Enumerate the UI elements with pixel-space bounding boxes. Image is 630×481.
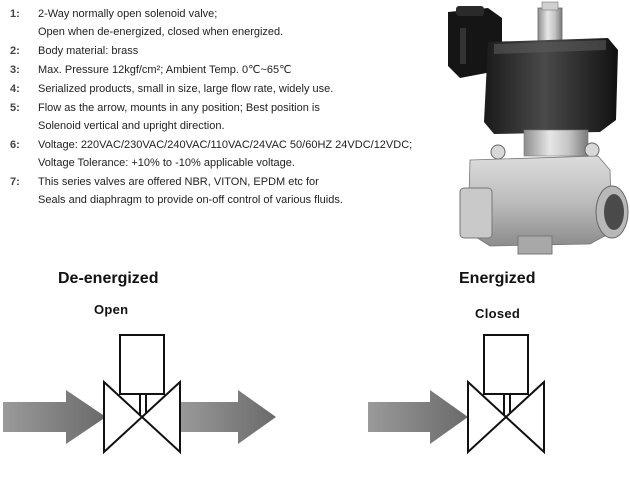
- spec-number: 6:: [10, 139, 20, 151]
- valve-left-triangle: [467, 379, 508, 455]
- open-valve-diagram: [3, 334, 276, 455]
- inflow-arrow: [368, 390, 468, 444]
- solenoid-valve-photo: [448, 1, 629, 255]
- spec-list: 1: 2-Way normally open solenoid valve; O…: [10, 5, 450, 210]
- closed-valve-diagram: [368, 334, 545, 455]
- spec-line: Solenoid vertical and upright direction.: [38, 120, 225, 132]
- spec-number: 5:: [10, 102, 20, 114]
- spec-item: 1: 2-Way normally open solenoid valve; O…: [10, 5, 450, 41]
- spec-number: 3:: [10, 64, 20, 76]
- spec-text: Serialized products, small in size, larg…: [38, 80, 450, 98]
- spec-text: Body material: brass: [38, 42, 450, 60]
- outflow-arrow: [178, 390, 276, 444]
- spec-line: This series valves are offered NBR, VITO…: [38, 176, 319, 188]
- spec-line: Flow as the arrow, mounts in any positio…: [38, 102, 320, 114]
- solenoid-box: [483, 334, 529, 395]
- spec-text: This series valves are offered NBR, VITO…: [38, 173, 450, 209]
- valve-right-triangle: [140, 379, 181, 455]
- spec-line: Body material: brass: [38, 45, 139, 57]
- spec-text: Flow as the arrow, mounts in any positio…: [38, 99, 450, 135]
- spec-text: Max. Pressure 12kgf/cm²; Ambient Temp. 0…: [38, 61, 450, 79]
- spec-number: 2:: [10, 45, 20, 57]
- spec-text: 2-Way normally open solenoid valve; Open…: [38, 5, 450, 41]
- spec-line: Seals and diaphragm to provide on-off co…: [38, 194, 343, 206]
- spec-item: 6: Voltage: 220VAC/230VAC/240VAC/110VAC/…: [10, 136, 450, 172]
- spec-item: 5: Flow as the arrow, mounts in any posi…: [10, 99, 450, 135]
- spec-item: 7: This series valves are offered NBR, V…: [10, 173, 450, 209]
- spec-line: Voltage: 220VAC/230VAC/240VAC/110VAC/24V…: [38, 139, 413, 151]
- spec-text: Voltage: 220VAC/230VAC/240VAC/110VAC/24V…: [38, 136, 450, 172]
- spec-number: 4:: [10, 83, 20, 95]
- valve-right-triangle: [504, 379, 545, 455]
- spec-item: 4: Serialized products, small in size, l…: [10, 80, 450, 98]
- spec-item: 3: Max. Pressure 12kgf/cm²; Ambient Temp…: [10, 61, 450, 79]
- spec-number: 7:: [10, 176, 20, 188]
- spec-line: 2-Way normally open solenoid valve;: [38, 8, 218, 20]
- spec-line: Serialized products, small in size, larg…: [38, 83, 334, 95]
- spec-line: Voltage Tolerance: +10% to -10% applicab…: [38, 157, 295, 169]
- spec-number: 1:: [10, 8, 20, 20]
- closed-status-label: Closed: [475, 306, 521, 321]
- spec-line: Open when de-energized, closed when ener…: [38, 26, 284, 38]
- de-energized-heading: De-energized: [58, 270, 159, 287]
- open-status-label: Open: [94, 302, 129, 317]
- energized-heading: Energized: [459, 270, 536, 287]
- spec-item: 2: Body material: brass: [10, 42, 450, 60]
- spec-line: Max. Pressure 12kgf/cm²; Ambient Temp. 0…: [38, 64, 292, 76]
- inflow-arrow: [3, 390, 106, 444]
- solenoid-box: [119, 334, 165, 395]
- valve-left-triangle: [103, 379, 144, 455]
